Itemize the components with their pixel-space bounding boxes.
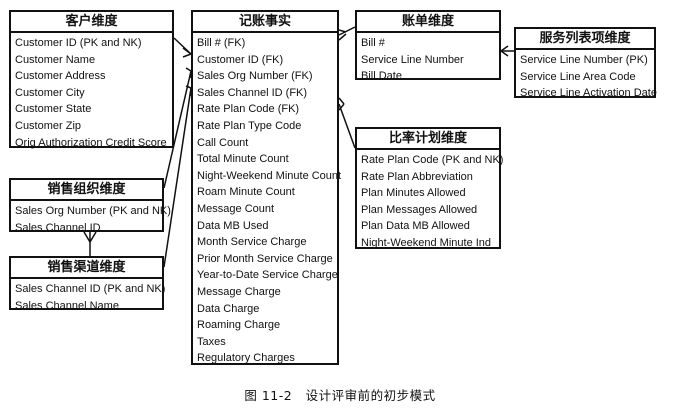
- table-field: Customer Address: [15, 70, 106, 83]
- table-field: Customer ID (FK): [197, 53, 284, 66]
- table-field: Sales Channel Name: [15, 299, 119, 312]
- service-line-dimension-title: 服务列表项维度: [516, 29, 654, 50]
- figure-caption: 图 11-2 设计评审前的初步模式: [244, 388, 436, 403]
- sales-org-dimension-title: 销售组织维度: [11, 180, 162, 201]
- table-field: Customer City: [15, 86, 85, 99]
- billing-fact-table: 记账事实 Bill # (FK) Customer ID (FK) Sales Or…: [191, 10, 341, 365]
- table-field: Data MB Used: [197, 219, 269, 232]
- table-field: Total Minute Count: [197, 153, 289, 166]
- table-field: Customer Zip: [15, 119, 82, 132]
- crowsfoot-plan: [338, 97, 345, 111]
- table-field: Sales Org Number (FK): [197, 70, 313, 83]
- table-field: Night-Weekend Minute Count: [197, 169, 342, 182]
- service-line-dimension-fields: Service Line Number (PK) Service Line Are…: [516, 50, 657, 104]
- rate-plan-dimension-table: 比率计划维度 Rate Plan Code (PK and NK) Rate Pl…: [355, 127, 503, 249]
- table-field: Customer Name: [15, 53, 96, 66]
- table-field: Service Line Number (PK): [520, 54, 648, 66]
- billing-fact-title: 记账事实: [193, 12, 337, 33]
- table-field: Bill Date: [361, 70, 402, 83]
- table-field: Rate Plan Code (PK and NK): [361, 154, 504, 166]
- table-field: Sales Channel ID (FK): [197, 86, 308, 99]
- table-field: Customer State: [15, 103, 92, 116]
- table-field: Sales Channel ID (PK and NK): [15, 283, 166, 295]
- table-field: Prior Month Service Charge: [197, 252, 333, 265]
- table-field: Orig Authorization Credit Score: [15, 136, 167, 149]
- table-field: Bill # (FK): [197, 37, 246, 49]
- bill-dimension-title: 账单维度: [357, 12, 499, 33]
- billing-fact-fields: Bill # (FK) Customer ID (FK) Sales Org Num…: [193, 33, 342, 369]
- table-field: Plan Data MB Allowed: [361, 220, 470, 233]
- sales-org-dimension-fields: Sales Org Number (PK and NK) Sales Channe…: [11, 201, 171, 238]
- customer-dimension-title: 客户维度: [11, 12, 172, 33]
- table-field: Customer ID (PK and NK): [15, 37, 142, 49]
- rate-plan-dimension-title: 比率计划维度: [357, 129, 499, 150]
- table-field: Rate Plan Type Code: [197, 119, 302, 132]
- table-field: Message Count: [197, 202, 275, 215]
- table-field: Call Count: [197, 136, 249, 149]
- table-field: Regulatory Charges: [197, 352, 295, 365]
- table-field: Bill #: [361, 37, 385, 49]
- table-field: Rate Plan Code (FK): [197, 103, 300, 116]
- rate-plan-dimension-fields: Rate Plan Code (PK and NK) Rate Plan Abbr…: [357, 150, 504, 254]
- sales-channel-dimension-fields: Sales Channel ID (PK and NK) Sales Channe…: [11, 279, 166, 316]
- crowsfoot-customer: [182, 47, 192, 58]
- table-field: Rate Plan Abbreviation: [361, 170, 473, 183]
- crowsfoot-service: [499, 45, 509, 57]
- table-field: Night-Weekend Minute Ind: [361, 236, 492, 249]
- link-customer: [173, 37, 192, 55]
- customer-dimension-table: 客户维度 Customer ID (PK and NK) Customer Nam…: [9, 10, 174, 149]
- sales-org-dimension-table: 销售组织维度 Sales Org Number (PK and NK) Sales…: [9, 178, 171, 234]
- table-field: Roaming Charge: [197, 319, 281, 332]
- table-field: Taxes: [197, 335, 226, 348]
- sales-channel-dimension-title: 销售渠道维度: [11, 258, 162, 279]
- table-field: Service Line Activation Date: [520, 87, 657, 100]
- table-field: Year-to-Date Service Charge: [197, 269, 338, 282]
- link-plan: [338, 103, 356, 149]
- sales-channel-dimension-table: 销售渠道维度 Sales Channel ID (PK and NK) Sales…: [9, 256, 165, 312]
- crowsfoot-bill: [338, 29, 347, 41]
- table-field: Month Service Charge: [197, 236, 307, 249]
- table-field: Plan Minutes Allowed: [361, 187, 466, 200]
- service-line-dimension-table: 服务列表项维度 Service Line Number (PK) Service …: [514, 27, 657, 99]
- table-field: Message Charge: [197, 285, 281, 298]
- table-field: Sales Org Number (PK and NK): [15, 205, 171, 217]
- link-bill: [338, 26, 356, 36]
- table-field: Service Line Area Code: [520, 70, 636, 83]
- table-field: Service Line Number: [361, 53, 464, 66]
- table-field: Roam Minute Count: [197, 186, 295, 199]
- table-field: Sales Channel ID: [15, 221, 101, 234]
- table-field: Data Charge: [197, 302, 260, 315]
- table-field: Plan Messages Allowed: [361, 203, 478, 216]
